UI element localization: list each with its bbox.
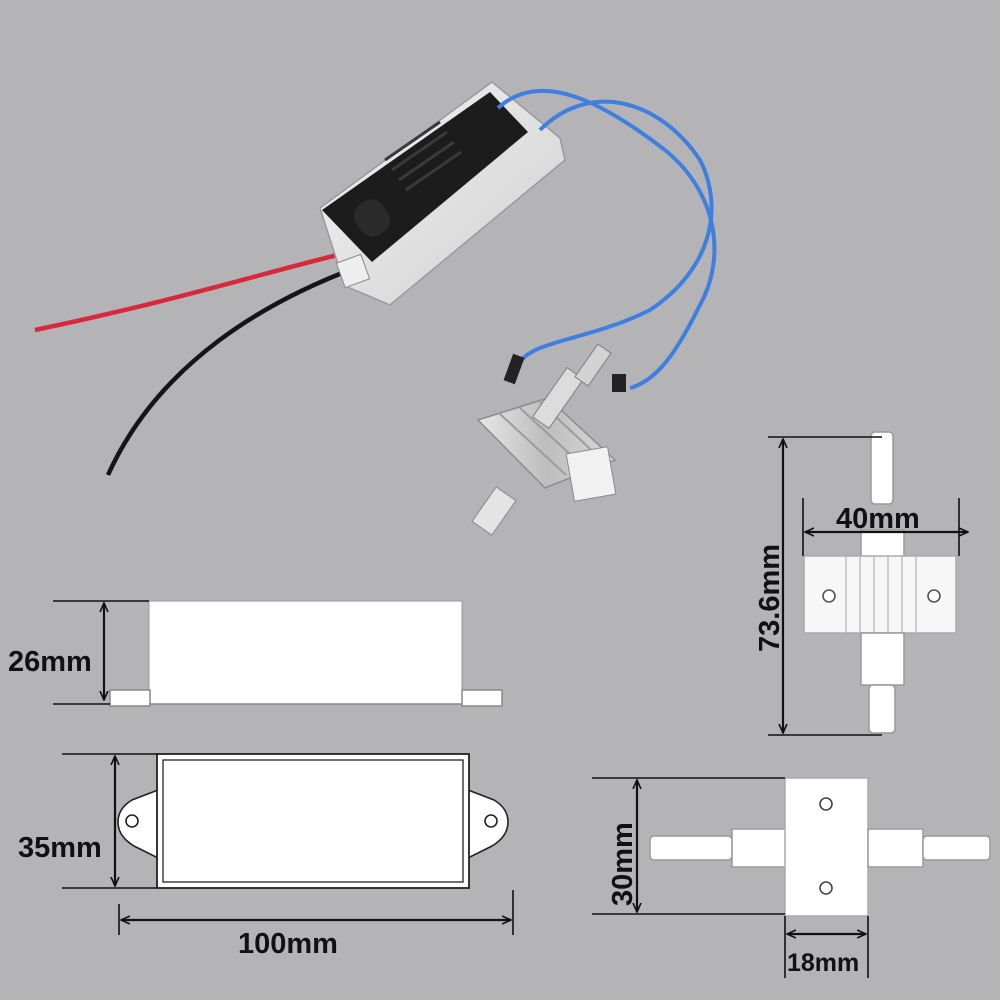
dim-length: 100mm bbox=[118, 890, 514, 960]
product-photo bbox=[34, 81, 717, 536]
dim-label-100mm: 100mm bbox=[238, 928, 338, 960]
transformer-terminal bbox=[335, 253, 371, 289]
ozone-tube-front-view bbox=[803, 431, 957, 734]
dim-heatsink-width: 40mm bbox=[802, 498, 968, 556]
dim-label-26mm: 26mm bbox=[8, 646, 92, 678]
mount-hole-right bbox=[484, 814, 498, 828]
dim-height-side: 26mm bbox=[8, 600, 149, 705]
dim-label-30mm: 30mm bbox=[607, 822, 639, 906]
dim-label-35mm: 35mm bbox=[18, 832, 102, 864]
heat-fins bbox=[384, 120, 462, 192]
dim-label-40mm: 40mm bbox=[836, 503, 920, 535]
transformer-side-view bbox=[109, 600, 503, 707]
black-wire bbox=[105, 265, 356, 476]
mount-hole-left bbox=[125, 814, 139, 828]
ozone-tube-assembly bbox=[471, 343, 626, 536]
dim-block-height: 30mm bbox=[592, 777, 785, 915]
dim-label-73-6mm: 73.6mm bbox=[754, 544, 786, 652]
blue-wire-1 bbox=[496, 88, 717, 390]
blue-wire-2 bbox=[518, 99, 714, 364]
ozone-tube-side-view bbox=[649, 777, 991, 917]
dim-tube-length: 73.6mm bbox=[754, 436, 882, 736]
transformer-top-view bbox=[117, 753, 509, 889]
transformer-component bbox=[354, 199, 390, 237]
red-wire bbox=[34, 249, 351, 333]
dim-block-width: 18mm bbox=[784, 916, 869, 978]
dim-label-18mm: 18mm bbox=[787, 949, 859, 977]
dim-width-top: 35mm bbox=[18, 753, 157, 889]
